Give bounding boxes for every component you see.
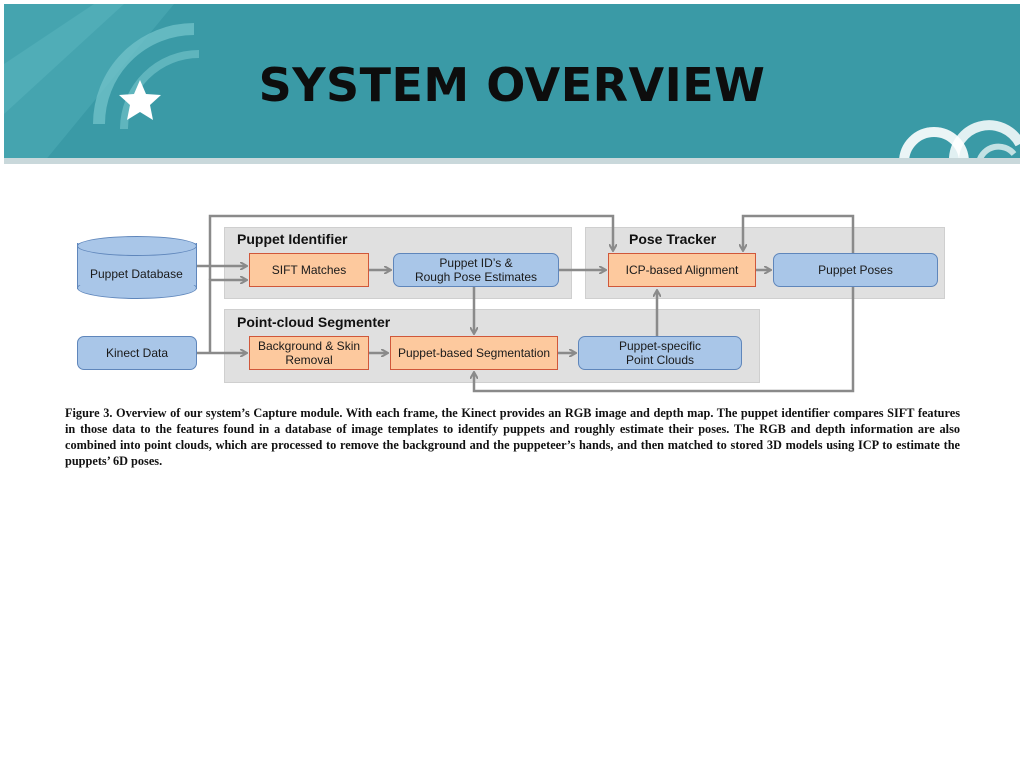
icp-alignment-node: ICP-based Alignment [608,253,756,287]
puppet-database-label: Puppet Database [90,267,183,281]
arrow-poses-loop-to-icp [743,214,855,253]
panel-label-pose-tracker: Pose Tracker [629,231,717,247]
banner-underline [4,158,1020,164]
header-banner [4,4,1020,162]
arrow-poses-feedback-to-segmentation [474,287,855,393]
arrow-kinect-up-to-sift [208,280,246,353]
point-clouds-node: Puppet-specific Point Clouds [578,336,742,370]
kinect-data-node: Kinect Data [77,336,197,370]
background-removal-node: Background & Skin Removal [249,336,369,370]
panel-label-segmenter: Point-cloud Segmenter [237,314,391,330]
sift-matches-node: SIFT Matches [249,253,369,287]
star-icon [119,80,161,120]
arrow-kinect-to-icp [208,214,613,280]
figure-caption: Figure 3. Overview of our system’s Captu… [65,406,960,468]
diagram-arrows [197,214,855,393]
puppet-poses-node: Puppet Poses [773,253,938,287]
puppet-ids-node: Puppet ID’s & Rough Pose Estimates [393,253,559,287]
system-diagram: Puppet Identifier Pose Tracker Point-clo… [60,205,960,400]
puppet-segmentation-node: Puppet-based Segmentation [390,336,558,370]
panel-label-puppet-identifier: Puppet Identifier [237,231,348,247]
slide-title: SYSTEM OVERVIEW [258,58,766,112]
banner-decoration [4,4,1020,162]
